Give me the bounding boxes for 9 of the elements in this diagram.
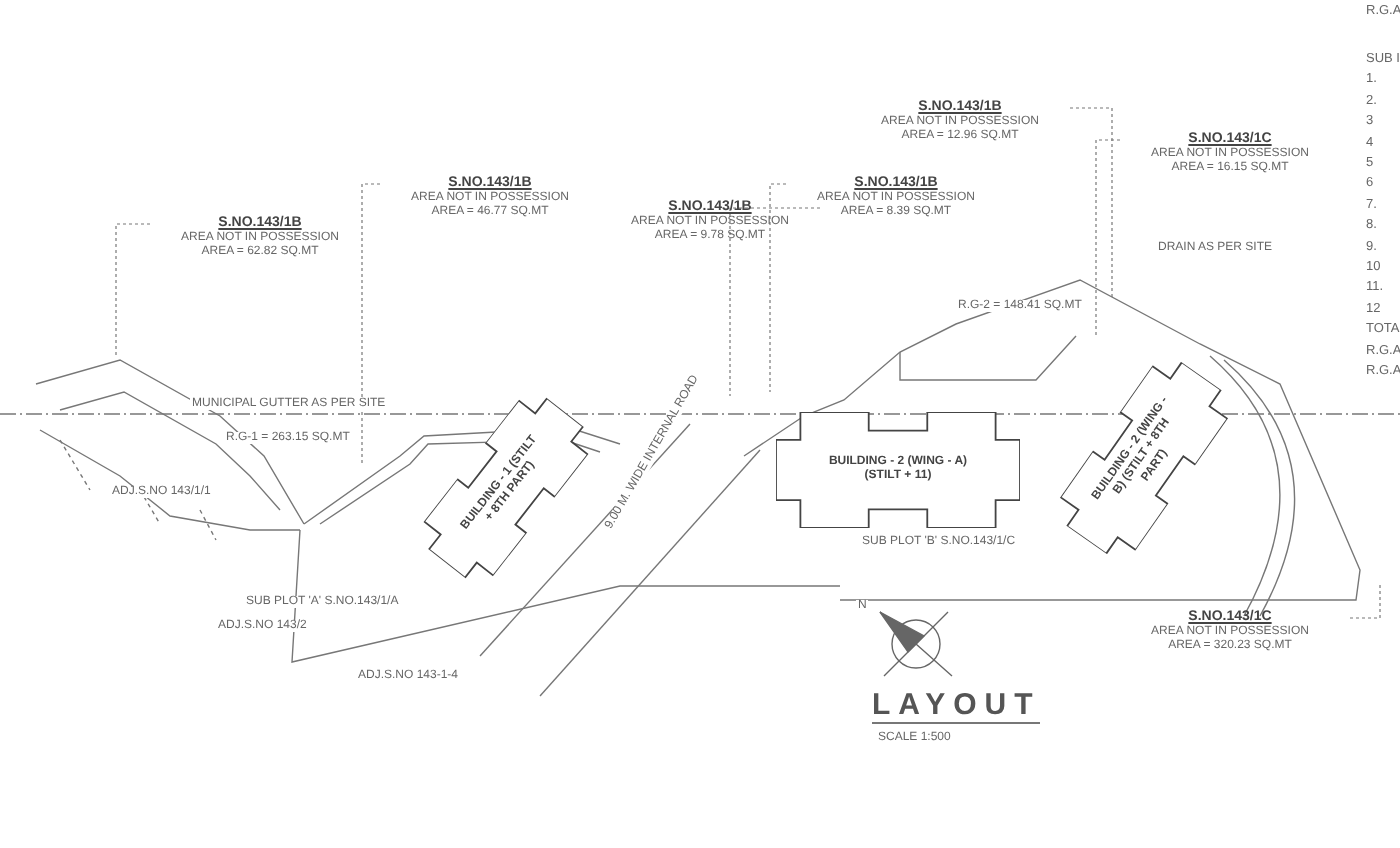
- leader-line: [1095, 139, 1121, 337]
- leader-line: [1069, 107, 1113, 301]
- leader-line: [729, 207, 821, 397]
- leader-line: [361, 183, 381, 465]
- building-footprint: [776, 412, 1020, 528]
- drawing-title: LAYOUT: [872, 688, 1041, 724]
- leader-line: [115, 223, 151, 357]
- leader-line: [1349, 583, 1381, 619]
- leader-line: [769, 183, 787, 393]
